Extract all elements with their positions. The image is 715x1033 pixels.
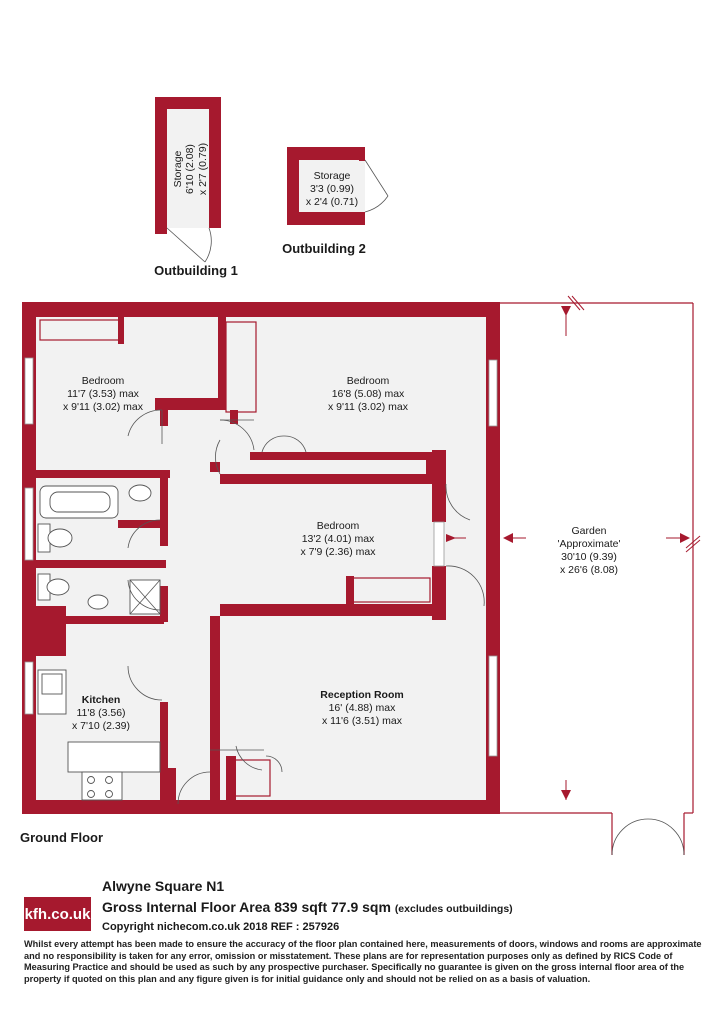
ob2-title: Outbuilding 2 [282,241,366,256]
bedroom-1-dim1: 11'7 (3.53) max [67,388,140,400]
reception-dim2: x 11'6 (3.51) max [322,715,403,727]
garden-dim1: 30'10 (9.39) [561,551,617,563]
bedroom-2-label: Bedroom 16'8 (5.08) max x 9'11 (3.02) ma… [328,375,409,413]
floor-area-text: Gross Internal Floor Area 839 sqft 77.9 … [102,899,391,915]
bedroom-2-name: Bedroom [347,375,390,387]
bedroom-3-dim2: x 7'9 (2.36) max [301,546,377,558]
garden-dim2: x 26'6 (8.08) [560,564,618,576]
bedroom-3-label: Bedroom 13'2 (4.01) max x 7'9 (2.36) max [301,520,377,558]
reception-label: Reception Room 16' (4.88) max x 11'6 (3.… [320,689,403,727]
garden-area [500,295,701,856]
floor-area: Gross Internal Floor Area 839 sqft 77.9 … [102,899,513,915]
kitchen-dim2: x 7'10 (2.39) [72,720,130,732]
bedroom-2-dim1: 16'8 (5.08) max [332,388,405,400]
kitchen-dim1: 11'8 (3.56) [76,707,125,719]
outbuilding-2 [287,147,389,225]
reception-name: Reception Room [320,689,403,701]
disclaimer: Whilst every attempt has been made to en… [24,939,702,984]
floor-area-note: (excludes outbuildings) [394,903,513,915]
kitchen-name: Kitchen [82,694,121,706]
ob1-dim2: x 2'7 (0.79) [197,143,209,195]
ob2-room-name: Storage [314,170,351,182]
garden-name: Garden [571,525,606,537]
bedroom-1-dim2: x 9'11 (3.02) max [63,401,144,413]
outbuilding-2-labels: Storage 3'3 (0.99) x 2'4 (0.71) Outbuild… [282,170,366,256]
floor-label: Ground Floor [20,830,104,845]
garden-approx: 'Approximate' [558,538,621,550]
copyright: Copyright nichecom.co.uk 2018 REF : 2579… [102,921,340,933]
ob1-room-name: Storage [172,150,184,187]
garden-label: Garden 'Approximate' 30'10 (9.39) x 26'6… [558,525,621,576]
bedroom-1-label: Bedroom 11'7 (3.53) max x 9'11 (3.02) ma… [63,375,144,413]
kitchen-label: Kitchen 11'8 (3.56) x 7'10 (2.39) [72,694,130,732]
bedroom-2-dim2: x 9'11 (3.02) max [328,401,409,413]
ob2-dim1: 3'3 (0.99) [310,183,354,195]
ob2-dim2: x 2'4 (0.71) [306,196,358,208]
reception-dim1: 16' (4.88) max [329,702,397,714]
bedroom-1-name: Bedroom [82,375,125,387]
bedroom-3-dim1: 13'2 (4.01) max [302,533,375,545]
outbuilding-1 [155,97,221,263]
kfh-logo: kfh.co.uk [24,897,91,931]
ob1-title: Outbuilding 1 [154,263,238,278]
outbuilding-1-labels: Storage 6'10 (2.08) x 2'7 (0.79) Outbuil… [154,143,238,278]
bedroom-3-name: Bedroom [317,520,360,532]
property-address: Alwyne Square N1 [102,878,225,894]
ob1-dim1: 6'10 (2.08) [184,144,196,194]
ground-floor-plan [22,302,500,814]
